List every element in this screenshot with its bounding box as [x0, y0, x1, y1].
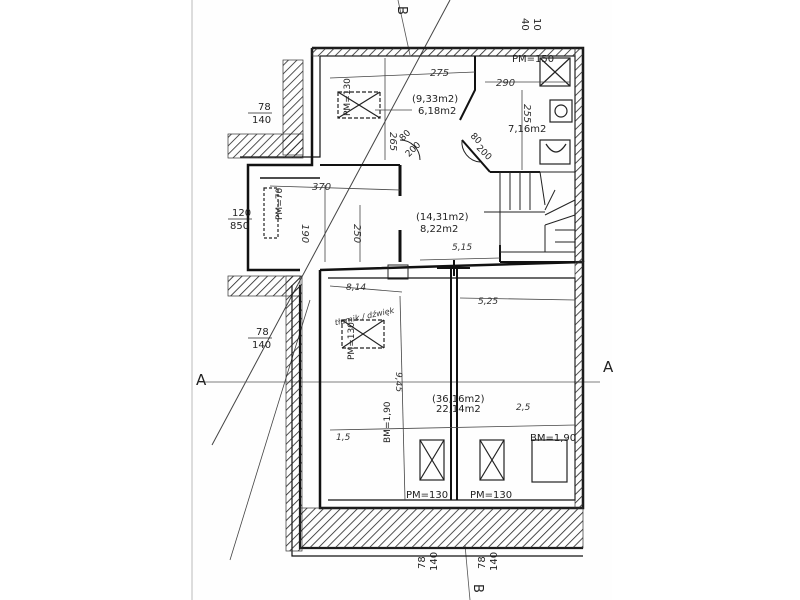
hand-190: 190: [299, 224, 310, 243]
dim-bottom-140-right: 140: [489, 552, 500, 571]
bath-area: 7,16m2: [508, 124, 546, 135]
dim-mid-left-850: 850: [230, 221, 249, 232]
hand-814: 8,14: [346, 283, 366, 293]
dim-bottom-78-left: 78: [417, 556, 428, 569]
door-swings: [399, 139, 481, 163]
skylights: [263, 91, 568, 483]
section-mark-b-top: B: [394, 6, 409, 15]
pencil-dimension-lines: [269, 58, 576, 501]
vent-box: [387, 264, 409, 280]
hand-945: 9,45: [393, 372, 403, 392]
label-bm190-left: BM=1,90: [383, 401, 393, 443]
hand-265: 265: [387, 132, 398, 151]
hand-290: 290: [496, 78, 515, 89]
hand-250: 250: [351, 224, 362, 243]
hand-525: 5,25: [478, 297, 498, 307]
hatched-walls: [227, 47, 584, 552]
room-top-left-area-b: 6,18m2: [418, 106, 456, 117]
dim-upper-left-78: 78: [258, 102, 271, 113]
dim-lower-left-140: 140: [252, 340, 271, 351]
section-mark-a-right: A: [603, 358, 614, 376]
section-line-b-bottom: [464, 544, 471, 600]
label-pm130-bottom-a: PM=130: [406, 490, 448, 501]
diagonal-line: [211, 0, 451, 446]
label-pm70: PM=70: [275, 188, 285, 220]
hand-370: 370: [312, 182, 331, 193]
dim-bottom-78-right: 78: [477, 556, 488, 569]
hand-515: 5,15: [452, 243, 472, 253]
label-bm190-right: BM=1,90: [530, 433, 576, 444]
staircase: [484, 171, 576, 253]
bathroom-fixtures: [539, 57, 573, 165]
central-beam: [437, 260, 470, 500]
main-area-a: (36,16m2): [432, 394, 485, 405]
hand-25: 2,5: [516, 403, 531, 413]
section-mark-b-bottom: B: [470, 584, 485, 593]
room-top-left-area-a: (9,33m2): [412, 94, 458, 105]
section-line-b-top: [397, 0, 411, 56]
label-pm130-bottom-b: PM=130: [470, 490, 512, 501]
hall-area-a: (14,31m2): [416, 212, 469, 223]
hand-255: 255: [521, 104, 532, 123]
dim-mid-left-120: 120: [232, 208, 251, 219]
top-dim-1: 40: [519, 18, 530, 31]
top-dim-2: 10: [531, 18, 542, 31]
hand-275: 275: [430, 68, 449, 79]
hand-15: 1,5: [336, 433, 351, 443]
section-mark-a-left: A: [196, 371, 207, 389]
label-pm130-top: PM=130: [343, 78, 353, 116]
bath-window-label: PM=150: [512, 54, 554, 65]
dim-bottom-140-left: 140: [429, 552, 440, 571]
main-area-b: 22,14m2: [436, 404, 481, 415]
dim-upper-left-140: 140: [252, 115, 271, 126]
hall-area-b: 8,22m2: [420, 224, 458, 235]
label-pm130-left: PM=130: [347, 322, 357, 360]
dim-lower-left-78: 78: [256, 327, 269, 338]
interior-walls: [260, 56, 575, 263]
